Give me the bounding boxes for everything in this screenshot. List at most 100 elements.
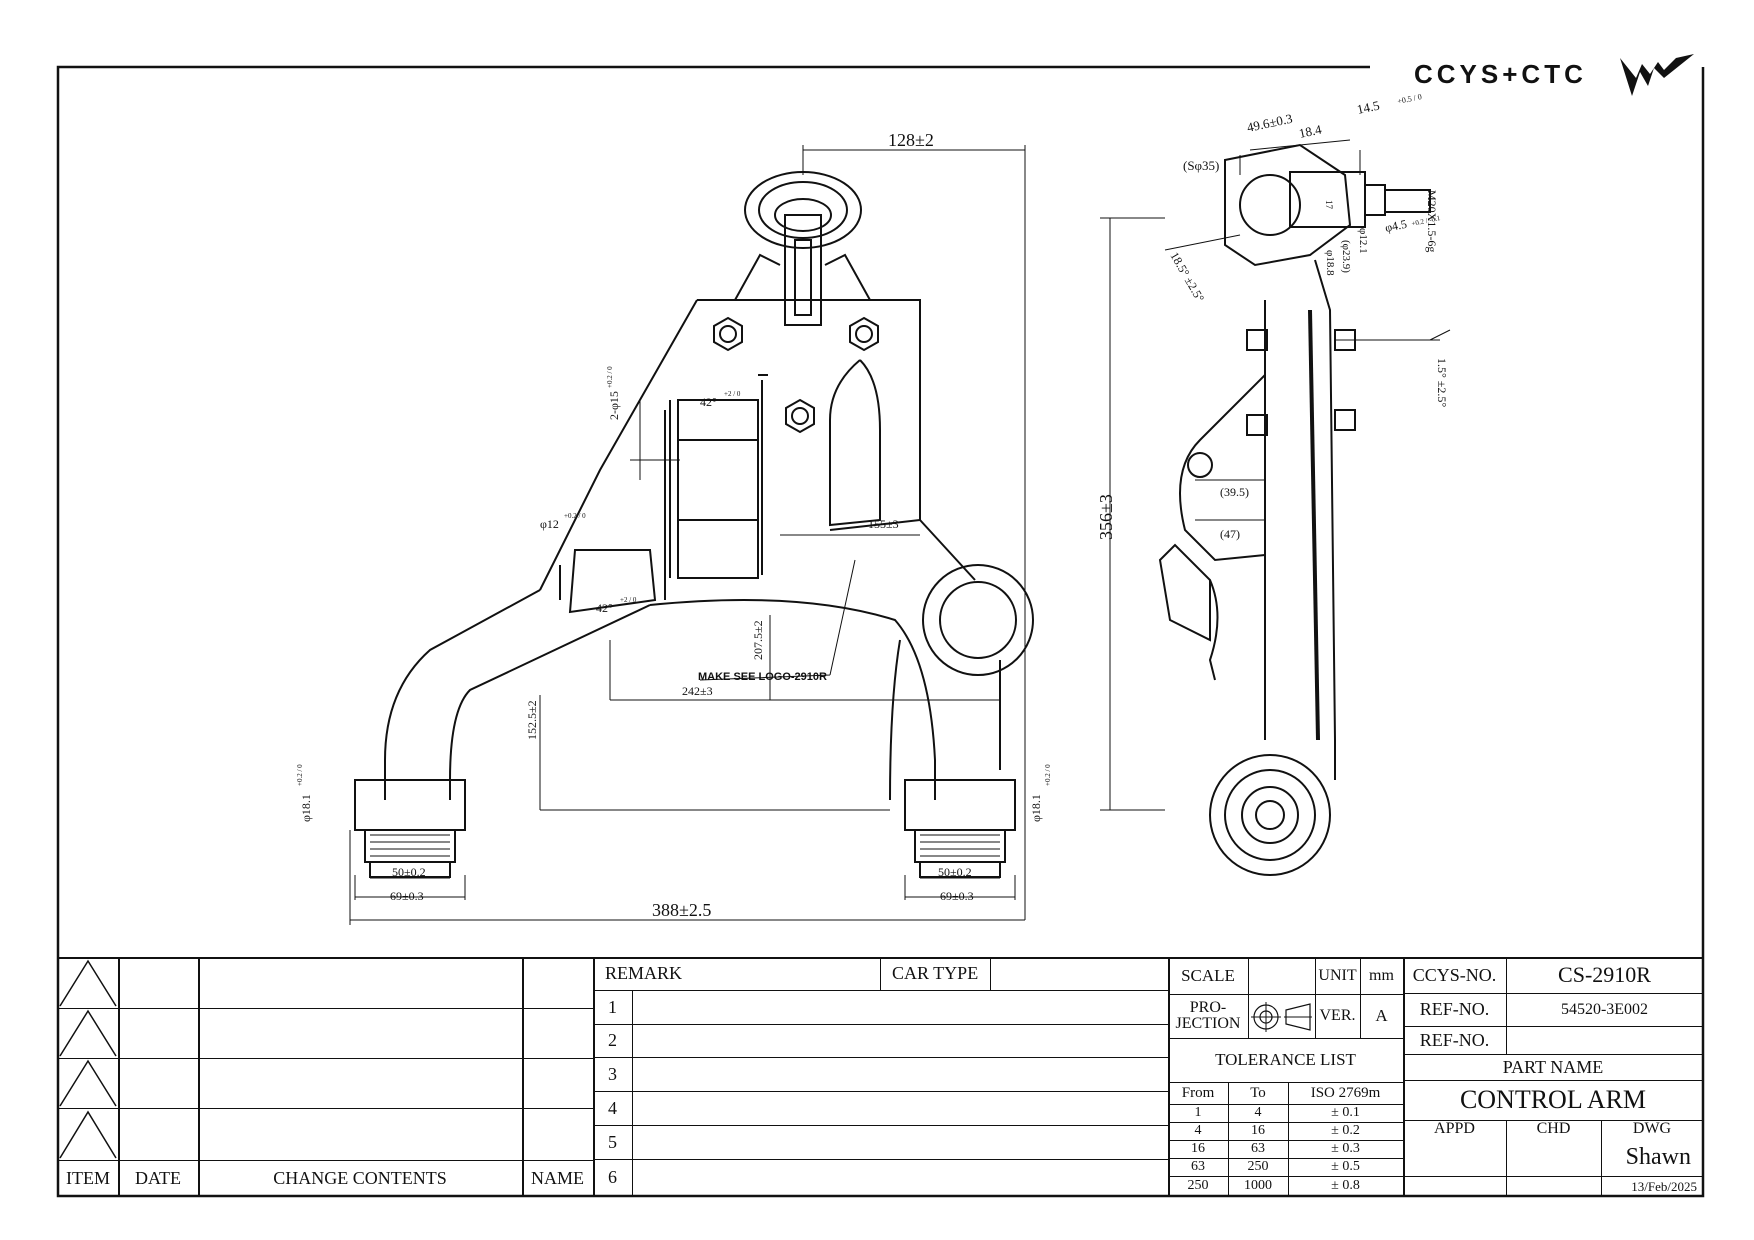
drawing-frame	[56, 65, 1705, 1198]
dim-ball-m20: M20X1.5-6g	[1425, 190, 1439, 252]
dim-395: (39.5)	[1220, 485, 1249, 499]
dwg-label: DWG	[1632, 1120, 1672, 1137]
dim-50-left: 50±0.2	[392, 865, 426, 879]
ref-no-label-2: REF-NO.	[1419, 1029, 1490, 1050]
tol-header-iso: ISO 2769m	[1310, 1084, 1381, 1101]
dim-hole-2phi15: 2-φ15	[607, 391, 621, 420]
dim-phi12-tol: +0.2 / 0	[564, 512, 586, 520]
tol-row-3-to: 63	[1251, 1141, 1265, 1156]
tol-row-3-from: 16	[1191, 1141, 1205, 1156]
tol-header-to: To	[1250, 1084, 1266, 1101]
dim-ball-sph: (Sφ35)	[1183, 158, 1219, 173]
tol-row-4-tol: ± 0.5	[1331, 1159, 1360, 1174]
ref-no-value-2	[1506, 1026, 1703, 1054]
dim-tilt-angle: 1.5° ±2.5°	[1435, 358, 1449, 407]
tol-row-4-from: 63	[1191, 1159, 1205, 1174]
dim-angle-42a: 42°	[700, 395, 717, 409]
unit-label: UNIT	[1318, 966, 1357, 984]
dim-69-left: 69±0.3	[390, 889, 424, 903]
tol-row-4-to: 250	[1247, 1159, 1269, 1174]
ccys-no-label: CCYS-NO.	[1412, 964, 1497, 985]
rev-header-change: CHANGE CONTENTS	[273, 1167, 447, 1188]
dim-ball-phi188: φ18.8	[1324, 250, 1336, 276]
tol-row-5-tol: ± 0.8	[1331, 1178, 1360, 1193]
tol-row-5-from: 250	[1187, 1178, 1209, 1193]
ver-label: VER.	[1319, 1007, 1356, 1024]
remark-row-1: 1	[608, 996, 617, 1017]
dim-angle-42b: 42°	[596, 601, 613, 615]
dim-ball-496: 49.6±0.3	[1246, 111, 1294, 135]
unit-value: mm	[1369, 966, 1394, 984]
ref-no-label-1: REF-NO.	[1419, 999, 1490, 1019]
dim-207: 207.5±2	[751, 620, 765, 660]
remark-row-5: 5	[608, 1131, 617, 1152]
dwg-name: Shawn	[1625, 1143, 1691, 1170]
dim-phi181-right: φ18.1	[1029, 794, 1043, 822]
dim-ball-phi45: φ4.5	[1384, 217, 1408, 235]
dim-angle-42a-tol: +2 / 0	[724, 390, 741, 398]
dim-356: 356±3	[1096, 494, 1116, 540]
dim-ball-angle: 18.5° ±2.5°	[1167, 250, 1207, 305]
ccys-no-value: CS-2910R	[1558, 962, 1651, 987]
front-view	[354, 171, 1034, 878]
tolerance-title: TOLERANCE LIST	[1215, 1050, 1356, 1069]
part-name: CONTROL ARM	[1459, 1085, 1647, 1114]
dim-logo-note: MAKE SEE LOGO-2910R	[698, 671, 827, 683]
projection-label: PRO- JECTION	[1168, 994, 1248, 1038]
chd-label: CHD	[1536, 1120, 1571, 1137]
revision-triangles	[59, 959, 117, 1159]
ref-no-value-1: 54520-3E002	[1560, 1000, 1649, 1018]
dim-ball-phi239: (φ23.9)	[1340, 240, 1352, 273]
dim-155: 155±3	[868, 517, 899, 531]
tol-row-2-tol: ± 0.2	[1331, 1123, 1360, 1138]
dim-242: 242±3	[682, 684, 713, 698]
dim-ball-phi121: φ12.1	[1357, 228, 1369, 254]
scale-label: SCALE	[1181, 965, 1235, 985]
brand-logo-mark	[1620, 54, 1694, 96]
tol-row-1-from: 1	[1194, 1105, 1202, 1120]
dim-phi181-left: φ18.1	[299, 794, 313, 822]
dim-47: (47)	[1220, 527, 1240, 541]
brand-logo-text: CCYS+CTC	[1414, 59, 1587, 89]
ver-value: A	[1375, 1006, 1388, 1025]
dim-phi181-right-tol: +0.2 / 0	[1044, 764, 1052, 786]
part-name-label: PART NAME	[1502, 1056, 1604, 1077]
tol-row-3-tol: ± 0.3	[1331, 1141, 1360, 1156]
projection-label-1: PRO-	[1189, 999, 1227, 1016]
projection-symbol-icon	[1251, 1002, 1312, 1032]
dim-388: 388±2.5	[652, 900, 711, 920]
remark-row-3: 3	[608, 1063, 617, 1084]
dim-50-right: 50±0.2	[938, 865, 972, 879]
dimension-texts: 128±2 (Sφ35) 49.6±0.3 18.4 14.5 +0.5 / 0…	[296, 92, 1449, 920]
drawing-date: 13/Feb/2025	[1631, 1178, 1697, 1194]
rev-header-date: DATE	[135, 1167, 181, 1188]
tol-row-5-to: 1000	[1244, 1178, 1272, 1193]
dim-ball-145: 14.5	[1356, 98, 1381, 117]
projection-label-2: JECTION	[1175, 1015, 1241, 1032]
dim-angle-42b-tol: +2 / 0	[620, 596, 637, 604]
dim-152: 152.5±2	[525, 700, 539, 740]
tol-row-2-to: 16	[1251, 1123, 1265, 1138]
car-type-label: CAR TYPE	[892, 963, 979, 983]
dim-phi12: φ12	[540, 517, 559, 531]
dim-ball-145-tol: +0.5 / 0	[1397, 92, 1423, 106]
side-view	[1158, 143, 1431, 876]
rev-header-item: ITEM	[66, 1167, 110, 1188]
remark-row-6: 6	[608, 1167, 617, 1187]
dim-phi181-left-tol: +0.2 / 0	[296, 764, 304, 786]
tol-row-2-from: 4	[1194, 1123, 1202, 1138]
appd-label: APPD	[1434, 1120, 1475, 1137]
dim-hole-tol: +0.2 / 0	[606, 366, 614, 388]
brand-logo: CCYS+CTC	[1414, 54, 1694, 96]
remark-label: REMARK	[605, 963, 683, 983]
dim-ball-17: 17	[1324, 200, 1334, 210]
dim-69-right: 69±0.3	[940, 889, 974, 903]
dimension-lines	[349, 139, 1451, 925]
tol-row-1-tol: ± 0.1	[1331, 1105, 1360, 1120]
rev-header-name: NAME	[531, 1167, 584, 1188]
dim-top-width: 128±2	[888, 130, 934, 150]
remark-row-4: 4	[608, 1097, 617, 1118]
dim-ball-184: 18.4	[1298, 121, 1324, 141]
tol-row-1-to: 4	[1254, 1105, 1262, 1120]
